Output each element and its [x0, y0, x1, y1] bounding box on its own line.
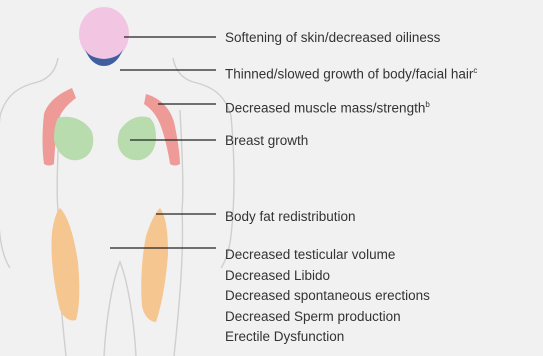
- label-muscle: Decreased muscle mass/strengthb: [225, 96, 430, 117]
- label-hair: Thinned/slowed growth of body/facial hai…: [225, 62, 477, 83]
- label-skin: Softening of skin/decreased oiliness: [225, 29, 440, 46]
- left-breast: [54, 117, 93, 160]
- right-thigh: [141, 208, 168, 322]
- genital-effects-list: Decreased testicular volume Decreased Li…: [225, 245, 430, 348]
- head: [79, 7, 129, 61]
- label-breast: Breast growth: [225, 132, 308, 149]
- genital-effect-item: Decreased spontaneous erections: [225, 286, 430, 307]
- genital-effect-item: Erectile Dysfunction: [225, 327, 430, 348]
- genital-effect-item: Decreased Libido: [225, 266, 430, 287]
- genital-effect-item: Decreased testicular volume: [225, 245, 430, 266]
- body-outline: [0, 58, 234, 268]
- genital-effect-item: Decreased Sperm production: [225, 307, 430, 328]
- label-fat: Body fat redistribution: [225, 208, 356, 225]
- left-thigh: [51, 208, 79, 321]
- right-breast: [118, 117, 156, 161]
